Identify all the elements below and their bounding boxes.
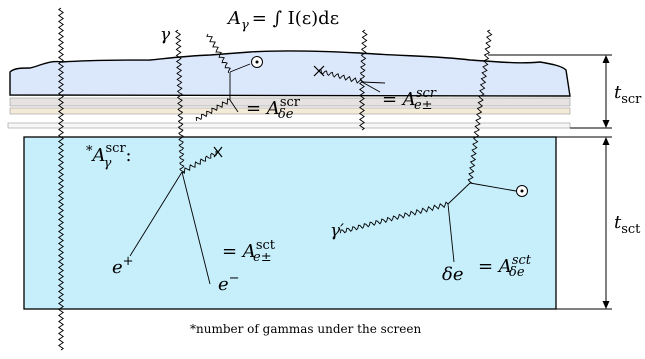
screen-body <box>9 50 571 97</box>
gamma-track-main <box>174 29 185 173</box>
screen-layer-1 <box>9 97 571 107</box>
circle-dot-marker-scintillator <box>516 185 528 197</box>
gamma-track-screen-in <box>206 33 231 74</box>
scintillator-block <box>23 136 557 310</box>
gamma-prime-track <box>339 201 449 234</box>
gamma-label: γ <box>160 25 171 45</box>
delta-e-track <box>447 203 455 263</box>
screen-layer-2 <box>9 107 571 115</box>
scr-epm-line-2 <box>361 81 386 84</box>
scr-delta-ray-line <box>229 99 239 113</box>
gamma-track-right <box>467 29 493 184</box>
screen-layer-3 <box>7 122 571 129</box>
gamma-track-middle <box>359 29 368 83</box>
gamma-track-to-screen-cross <box>319 69 363 84</box>
stop-cross-screen <box>313 65 325 77</box>
scr-epm-line <box>361 81 381 93</box>
straight-tracks <box>129 63 517 285</box>
eplus-track <box>129 171 183 257</box>
circle-dot-marker-screen <box>251 56 263 68</box>
t-sct-label: tsct <box>614 212 641 237</box>
gamma-track-to-sct-cross <box>181 150 218 174</box>
gamma-track-screen-out <box>195 98 231 121</box>
stop-cross-scintillator <box>213 146 223 158</box>
scr-vertex-to-circle-line <box>229 63 251 73</box>
eplus-label: e+ <box>112 254 134 278</box>
t-scr-arrow <box>602 55 610 128</box>
formula: Aγ= ∫ I(ε)dε <box>226 8 339 33</box>
gamma-wave-tracks <box>58 7 493 351</box>
footnote: *number of gammas under the screen <box>190 322 421 336</box>
eminus-track <box>181 171 211 285</box>
sct-vertex-to-circle-line <box>469 182 517 192</box>
delta-e-label: δe <box>442 264 464 285</box>
eminus-label: e− <box>218 271 240 295</box>
gamma-prime-label: γ′ <box>330 221 344 241</box>
gamma-track-far-left <box>58 7 64 351</box>
t-sct-arrow <box>602 137 610 309</box>
t-scr-label: tscr <box>614 82 642 107</box>
sct-scatter-line <box>447 182 471 205</box>
gamma-track-middle-2 <box>359 81 365 131</box>
